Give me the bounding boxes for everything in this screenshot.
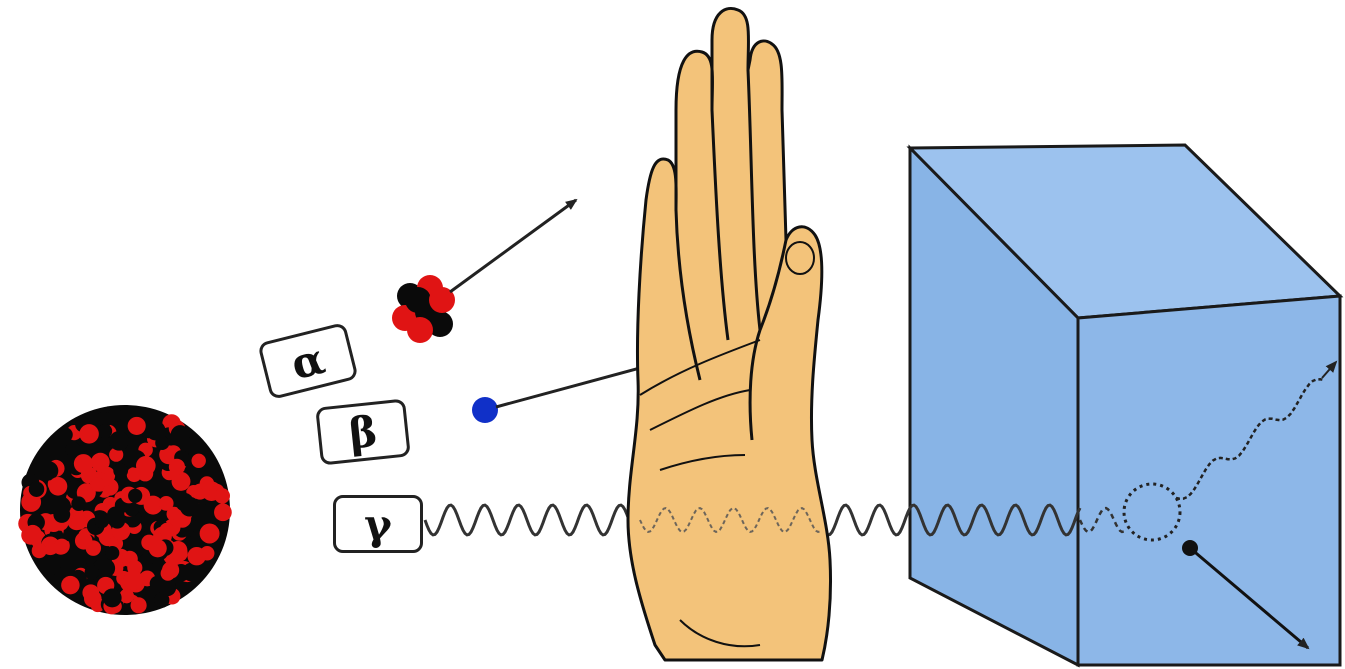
neutron <box>74 532 93 550</box>
proton <box>127 416 146 435</box>
proton <box>130 597 147 614</box>
beta-trajectory-line <box>495 366 641 409</box>
neutron <box>214 488 230 504</box>
neutron <box>48 477 68 496</box>
electron-icon <box>472 397 498 423</box>
block-front-face <box>1076 294 1342 667</box>
neutron <box>160 566 176 581</box>
neutron <box>109 430 129 451</box>
neutron <box>128 488 143 503</box>
gamma-ray-wave-through-hand <box>639 507 821 533</box>
neutron <box>21 492 42 512</box>
neutron <box>105 545 120 561</box>
neutron <box>90 452 110 472</box>
palm-line-2 <box>649 389 751 431</box>
neutron <box>95 558 116 579</box>
thumb-outline <box>748 239 788 441</box>
proton <box>61 575 80 595</box>
thumbnail <box>785 241 815 275</box>
proton <box>199 523 220 544</box>
hand-icon <box>626 7 833 662</box>
proton <box>94 513 110 529</box>
lead-block-icon <box>906 143 1344 668</box>
gamma-ray-wave-through-block <box>1078 506 1125 534</box>
wrist-line <box>679 619 761 648</box>
proton <box>168 458 185 475</box>
neutron <box>106 506 125 524</box>
alpha-neutron <box>407 317 433 343</box>
proton <box>23 524 42 543</box>
palm-line-1 <box>639 339 761 396</box>
neutron <box>109 447 124 462</box>
proton <box>170 425 190 445</box>
proton <box>71 514 87 530</box>
proton <box>102 588 122 608</box>
proton <box>38 461 59 481</box>
atomic-nucleus-icon <box>18 405 232 615</box>
neutron <box>123 570 144 591</box>
alpha-particle-icon <box>392 275 455 343</box>
neutron <box>71 496 86 512</box>
palm-line-3 <box>659 454 746 471</box>
alpha-proton <box>427 311 453 337</box>
neutron <box>168 541 188 560</box>
proton <box>179 496 200 517</box>
proton <box>65 441 81 457</box>
proton <box>171 471 191 491</box>
proton <box>182 562 202 582</box>
neutron <box>157 577 176 596</box>
proton <box>113 463 129 479</box>
finger-crease-2 <box>710 109 730 341</box>
gamma-ray-wave <box>423 503 1082 537</box>
proton <box>58 427 73 443</box>
scattered-photon-arrow <box>1321 360 1338 379</box>
ejected-electron-arrow <box>1189 546 1310 650</box>
neutron <box>28 481 45 497</box>
photon-interaction-burst-icon <box>1122 482 1182 542</box>
neutron <box>159 522 175 538</box>
proton <box>148 539 167 558</box>
proton <box>84 565 100 580</box>
proton <box>153 592 170 608</box>
neutron <box>82 584 100 602</box>
proton <box>214 503 232 522</box>
alpha-neutron <box>405 287 431 313</box>
proton <box>54 538 70 555</box>
neutron <box>97 424 113 439</box>
proton <box>158 496 174 511</box>
neutron <box>159 445 178 465</box>
neutron <box>146 420 166 441</box>
neutron <box>90 477 105 492</box>
proton <box>53 506 71 523</box>
gamma-label: γ <box>333 495 423 553</box>
beta-label: β <box>315 398 411 466</box>
proton <box>79 424 99 444</box>
proton <box>199 476 215 491</box>
neutron <box>95 411 112 429</box>
neutron <box>42 556 61 576</box>
proton <box>191 453 206 469</box>
proton <box>119 588 135 604</box>
proton <box>187 546 206 566</box>
neutron <box>139 553 154 568</box>
alpha-proton <box>429 287 455 313</box>
proton <box>135 455 156 476</box>
proton <box>31 543 47 559</box>
alpha-trajectory-arrow <box>449 198 578 294</box>
finger-crease-3 <box>746 69 762 331</box>
neutron <box>108 407 123 423</box>
hand-silhouette <box>626 7 833 662</box>
